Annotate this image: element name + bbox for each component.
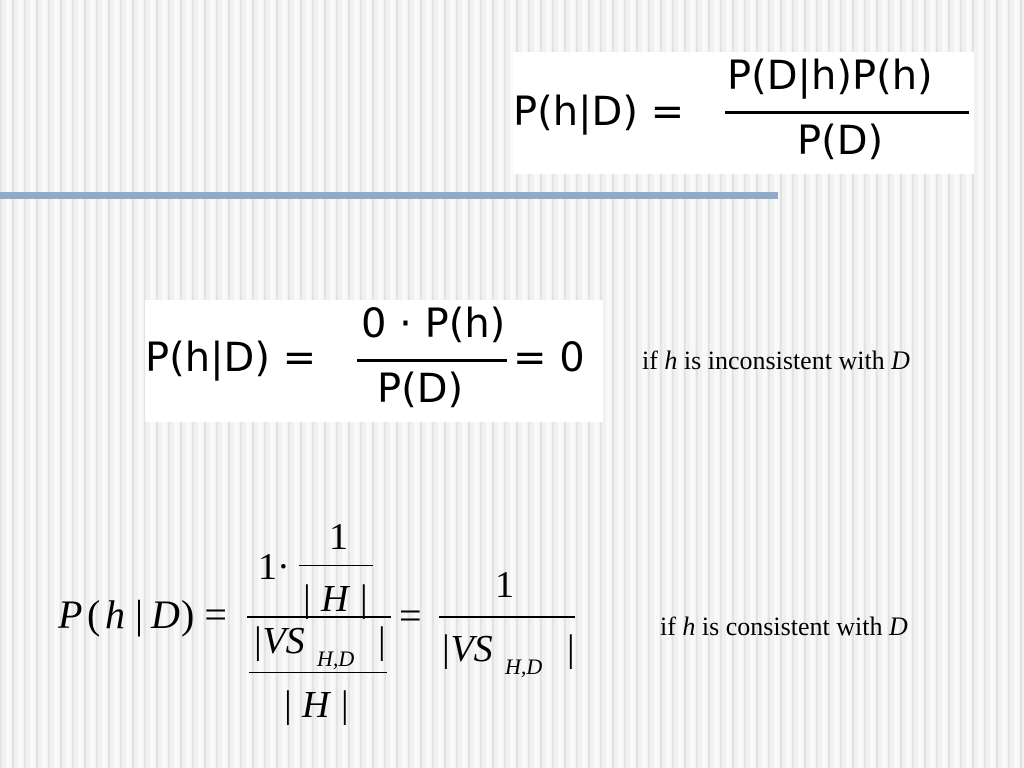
consistent-rhs-numerator: 1: [495, 564, 514, 606]
inconsistent-fraction-bar: [357, 359, 507, 362]
consistent-lhs-P: P: [58, 592, 83, 637]
consistent-rhs-fraction-bar: [439, 616, 575, 618]
inconsistent-formula-image: P(h|D) = 0 · P(h) P(D) = 0: [145, 300, 603, 422]
inconsistent-result: = 0: [513, 335, 585, 381]
consistent-outer-denominator: | H |: [282, 684, 350, 726]
bayes-denominator: P(D): [797, 118, 884, 164]
consistent-inner-denominator: | H |: [301, 578, 369, 620]
consistent-lhs-D: D: [151, 592, 180, 637]
consistent-main-fraction-bar: [247, 616, 391, 618]
consistent-lhs-h: h: [105, 592, 125, 637]
consistent-rhs-den-sub: H,D: [505, 654, 543, 679]
inconsistent-numerator: 0 · P(h): [361, 301, 506, 347]
horizontal-rule: [0, 192, 778, 199]
consistent-mid-den-vs: |VS: [252, 620, 305, 662]
inconsistent-denominator: P(D): [377, 366, 464, 412]
consistent-rhs-den-bar: |: [567, 628, 575, 670]
consistent-equals: =: [399, 593, 422, 638]
bayes-lhs: P(h|D) =: [513, 89, 685, 135]
consistent-lhs-bar: |: [135, 592, 144, 637]
consistent-rhs-den-vs: |VS: [440, 628, 493, 670]
bayes-fraction-bar: [725, 111, 969, 114]
inconsistent-lhs: P(h|D) =: [145, 335, 317, 381]
consistent-mid-den-sub: H,D: [317, 646, 355, 671]
bayes-numerator: P(D|h)P(h): [727, 53, 933, 99]
consistent-one-dot: 1·: [258, 546, 290, 588]
consistent-inner-fraction-bar: [299, 565, 373, 566]
consistent-mid-den-bar: |: [378, 620, 386, 662]
consistent-inner-numerator: 1: [329, 516, 348, 558]
consistent-lhs-open: (: [87, 592, 101, 637]
inconsistent-caption: if h is inconsistent with D: [642, 346, 910, 375]
bayes-formula-image: P(h|D) = P(D|h)P(h) P(D): [513, 52, 974, 174]
consistent-outer-fraction-bar: [249, 672, 387, 673]
consistent-formula: P ( h | D ) = 1· 1 | H | |VS H,D | | H |…: [55, 510, 615, 730]
consistent-lhs-close: ) =: [181, 592, 227, 637]
consistent-caption: if h is consistent with D: [660, 612, 908, 641]
